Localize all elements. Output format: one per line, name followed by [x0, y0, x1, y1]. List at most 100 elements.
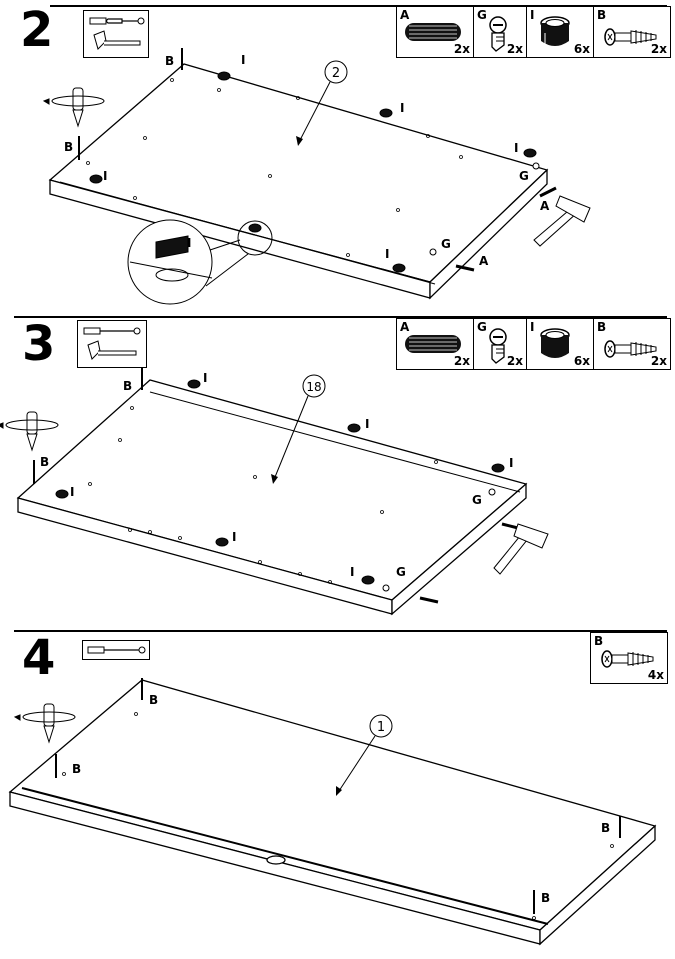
parts-list: A 2x G 2x I 6x B 2x [396, 318, 671, 370]
svg-text:B: B [601, 821, 610, 835]
cam-bolt-icon [489, 328, 507, 364]
part-letter: A [400, 8, 410, 22]
svg-text:I: I [241, 53, 245, 67]
part-letter: B [594, 634, 604, 648]
step-4-drawing: 1 B B B B [8, 678, 657, 946]
part-labels: B B I I I I I I G G A A [64, 53, 550, 268]
cam-lock-icon [540, 328, 570, 358]
svg-text:B: B [72, 762, 81, 776]
svg-text:A: A [479, 254, 489, 268]
part-i: I 6x [527, 319, 594, 369]
step-divider [14, 630, 667, 632]
step-2: 2 A 2x G 2x I 6x B 2x [0, 0, 675, 312]
screwdriver-hammer-icon [83, 327, 141, 360]
panel-callout: 2 [296, 60, 348, 146]
part-a: A 2x [397, 7, 474, 57]
detail-zoom [127, 219, 273, 305]
step-divider [50, 5, 667, 7]
tool-box [83, 10, 149, 58]
part-quantity: 2x [506, 354, 523, 368]
svg-text:I: I [400, 101, 404, 115]
screw-markers [78, 48, 183, 160]
part-letter: A [400, 320, 410, 334]
svg-text:2: 2 [332, 66, 340, 81]
hammer-icon [493, 523, 549, 575]
part-letter: G [477, 320, 487, 334]
part-letter: B [597, 320, 607, 334]
tool-box [82, 640, 150, 660]
svg-text:I: I [187, 236, 191, 250]
svg-text:A: A [540, 199, 550, 213]
part-quantity: 4x [647, 668, 664, 682]
part-b: B 2x [594, 319, 670, 369]
svg-text:I: I [350, 565, 354, 579]
parts-list: A 2x G 2x I 6x B 2x [396, 6, 671, 58]
screwdriver-icon [87, 646, 146, 654]
dowel-icon [405, 335, 461, 353]
svg-text:1: 1 [377, 720, 385, 735]
panel-holes [62, 712, 614, 920]
screwdriver-rotation-icon [0, 411, 59, 452]
part-quantity: 6x [573, 354, 590, 368]
dowel-markers [419, 522, 519, 604]
svg-text:G: G [396, 565, 406, 579]
svg-text:I: I [365, 417, 369, 431]
svg-text:B: B [165, 54, 174, 68]
part-quantity: 2x [650, 354, 667, 368]
step-3: 3 A 2x G 2x I 6x B 2x [0, 312, 675, 628]
svg-text:G: G [519, 169, 529, 183]
part-labels: B B I I I I I I G G [40, 371, 513, 579]
step-2-drawing: 2 [42, 48, 591, 305]
screwdriver-rotation-icon [42, 87, 105, 128]
screw-icon [601, 650, 654, 668]
screw-markers [33, 368, 143, 484]
part-g: G 2x [474, 319, 527, 369]
part-quantity: 2x [453, 354, 470, 368]
panel [8, 679, 657, 946]
part-letter: G [477, 8, 487, 22]
tool-box [77, 320, 147, 368]
panel-holes [88, 406, 438, 584]
part-i: I 6x [527, 7, 594, 57]
part-g: G 2x [474, 7, 527, 57]
dowel-markers [455, 186, 557, 272]
svg-text:B: B [64, 140, 73, 154]
svg-text:B: B [123, 379, 132, 393]
screw-icon [604, 28, 657, 46]
svg-text:I: I [385, 247, 389, 261]
cam-lock-markers [55, 379, 505, 585]
part-quantity: 2x [506, 42, 523, 56]
part-letter: B [597, 8, 607, 22]
svg-text:I: I [103, 169, 107, 183]
svg-text:B: B [40, 455, 49, 469]
cam-bolt-markers [382, 488, 496, 592]
panel-callout: 1 [336, 714, 393, 796]
cam-lock-icon [540, 16, 570, 48]
panel-holes [86, 78, 463, 257]
step-4: 4 B 4x 1 [0, 628, 675, 959]
dowel-icon [405, 23, 461, 41]
step-number: 2 [20, 2, 54, 58]
svg-text:I: I [70, 485, 74, 499]
panel-callout: 18 [271, 374, 326, 484]
part-letter: I [530, 320, 535, 334]
step-3-drawing: 18 [0, 368, 549, 616]
cam-bolt-icon [489, 16, 507, 52]
part-b: B 2x [594, 7, 670, 57]
svg-text:G: G [441, 237, 451, 251]
cam-bolt-markers [429, 162, 540, 256]
panel [16, 379, 528, 616]
cam-lock-markers [89, 71, 537, 273]
part-letter: I [530, 8, 535, 22]
screw-icon [604, 340, 657, 358]
parts-list: B 4x [590, 632, 668, 684]
step-number: 4 [22, 630, 56, 686]
svg-text:I: I [509, 456, 513, 470]
step-number: 3 [22, 316, 56, 372]
svg-text:I: I [203, 371, 207, 385]
svg-text:B: B [149, 693, 158, 707]
screwdriver-hammer-icon [89, 17, 145, 50]
part-b: B 4x [591, 633, 667, 683]
part-a: A 2x [397, 319, 474, 369]
svg-text:I: I [232, 530, 236, 544]
